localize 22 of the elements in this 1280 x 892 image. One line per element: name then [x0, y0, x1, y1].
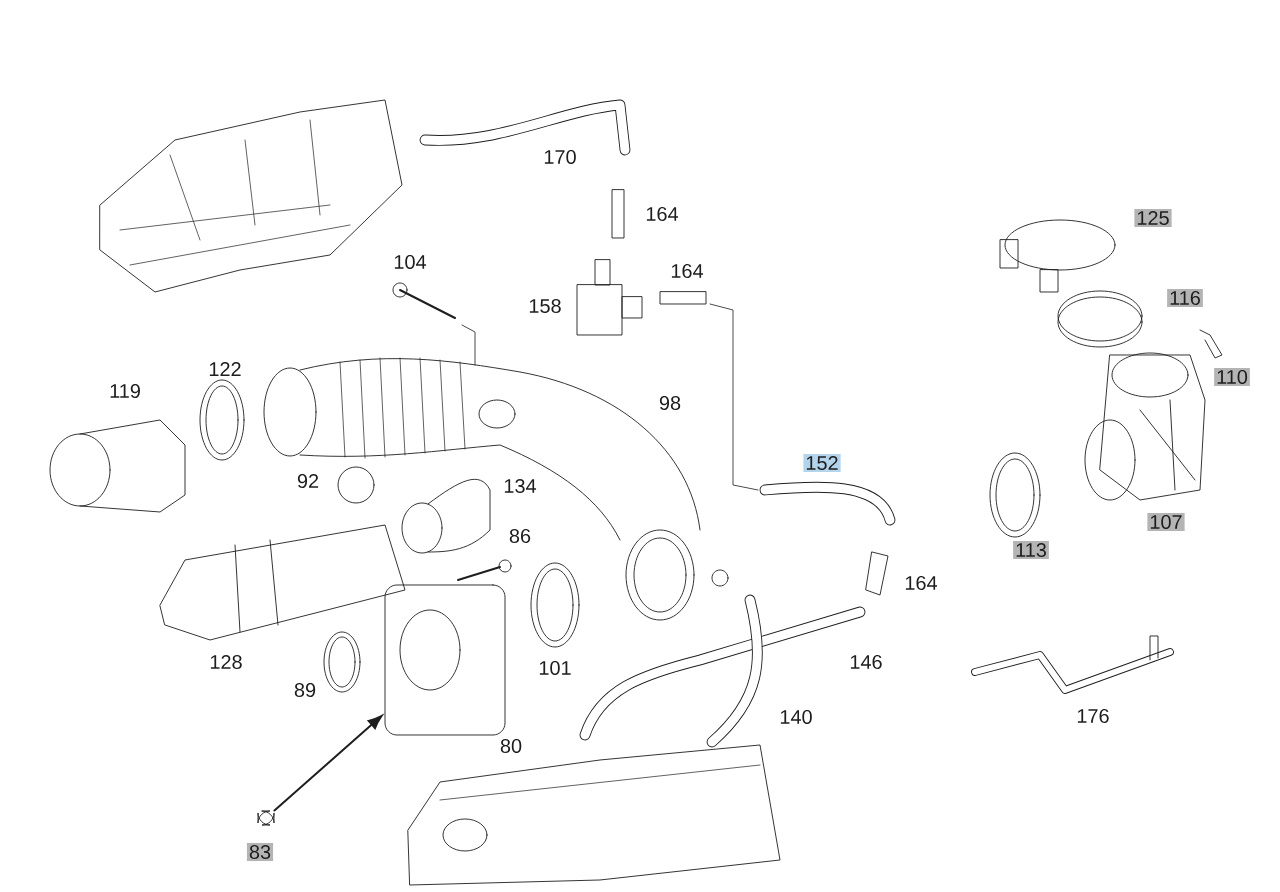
arrow — [273, 715, 383, 812]
callout-number: 86 — [509, 528, 531, 544]
callout-number: 176 — [1077, 708, 1109, 724]
throttle-body-drawing — [384, 584, 506, 736]
callout-number: 164 — [646, 206, 679, 222]
callout-number: 164 — [905, 575, 938, 591]
callout-number: 98 — [659, 395, 681, 411]
callout-number: 134 — [504, 478, 537, 494]
callout-number: 119 — [110, 383, 140, 399]
callout-number: 158 — [529, 298, 561, 314]
callout-number: 140 — [780, 709, 812, 725]
callout-number: 92 — [297, 473, 319, 489]
callout-number: 164 — [671, 263, 704, 279]
callout-number: 146 — [850, 654, 882, 670]
callout-number: 122 — [209, 362, 241, 376]
screw-drawing — [257, 810, 275, 826]
callout-number: 80 — [500, 738, 522, 754]
callout-number: 170 — [544, 149, 576, 165]
callout-number: 89 — [294, 682, 316, 698]
callout-number: 104 — [394, 254, 427, 270]
callout-number: 101 — [539, 660, 571, 676]
callout-number: 128 — [210, 654, 242, 670]
